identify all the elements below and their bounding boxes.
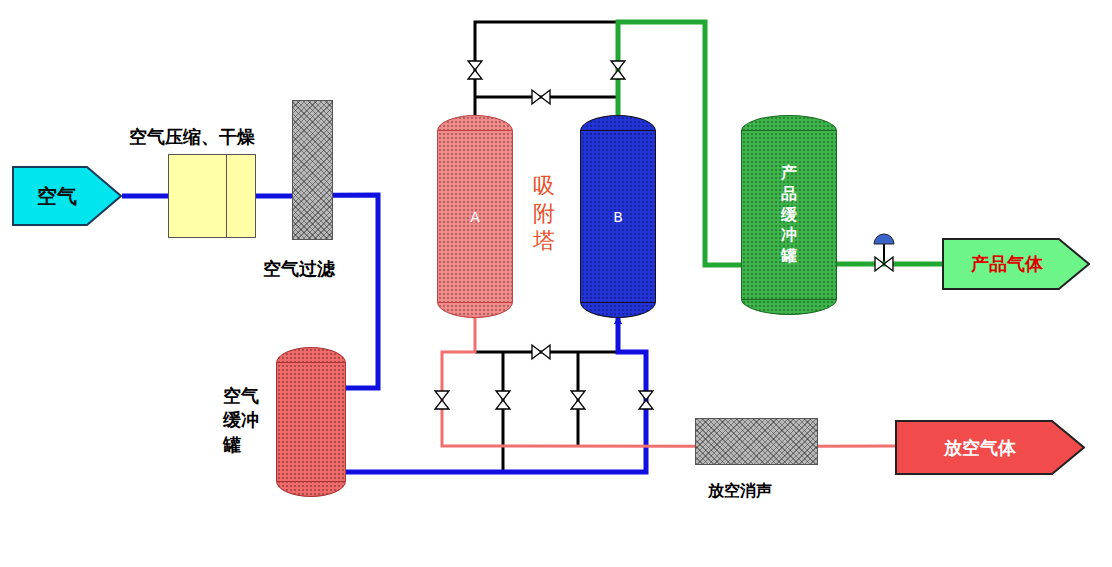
valve [875,257,893,271]
product-arrow: 产品气体 [942,238,1090,290]
valve [496,391,510,409]
valve [468,61,482,79]
compressor-dryer: 空气压缩、干燥 [168,154,256,238]
valve [532,345,550,359]
valve-actuator [874,234,894,244]
pipe-connector [818,445,895,448]
pipe-connector [346,318,646,472]
node-label: 放空气体 [944,436,1016,460]
valve [639,391,653,409]
actuator-stem [883,244,885,264]
tank-seam [438,130,512,131]
pipe-connector [122,194,168,199]
node-label: 产品气体 [971,252,1043,276]
pipe-connector [256,194,292,199]
adsorption-tower: A [437,115,513,318]
vent-silencer: 放空消声 [695,418,818,465]
source-arrow: 空气 [12,166,122,226]
valve [571,391,585,409]
tank-seam [277,481,345,482]
node-label: 产品缓冲罐 [781,163,797,267]
node-label: 放空消声 [708,481,772,502]
air-buffer-tank: 空气缓冲罐 [276,347,346,497]
tank-seam [581,130,655,131]
vent-arrow: 放空气体 [895,420,1085,475]
valve [532,90,550,104]
tank-seam [581,302,655,303]
node-label: 空气 [37,183,77,210]
node-label: A [470,209,480,225]
node-label: 空气过滤 [263,257,335,281]
node-label: 空气缓冲罐 [223,384,259,457]
tank-seam [742,299,836,300]
tank-seam [277,362,345,363]
pipe [502,352,505,472]
pipe-connector [442,318,695,446]
tank-seam [742,130,836,131]
node-label: B [613,209,623,225]
air-filter: 空气过滤 [292,100,333,240]
divider [226,155,227,237]
valve [435,391,449,409]
node-label: 空气压缩、干燥 [129,125,255,149]
adsorption-tower: B [580,115,656,318]
valve [611,61,625,79]
product-buffer-tank: 产品缓冲罐 [741,115,837,315]
tank-seam [438,302,512,303]
tower-group-label: 吸附塔 [533,172,555,255]
pipe [475,22,616,115]
